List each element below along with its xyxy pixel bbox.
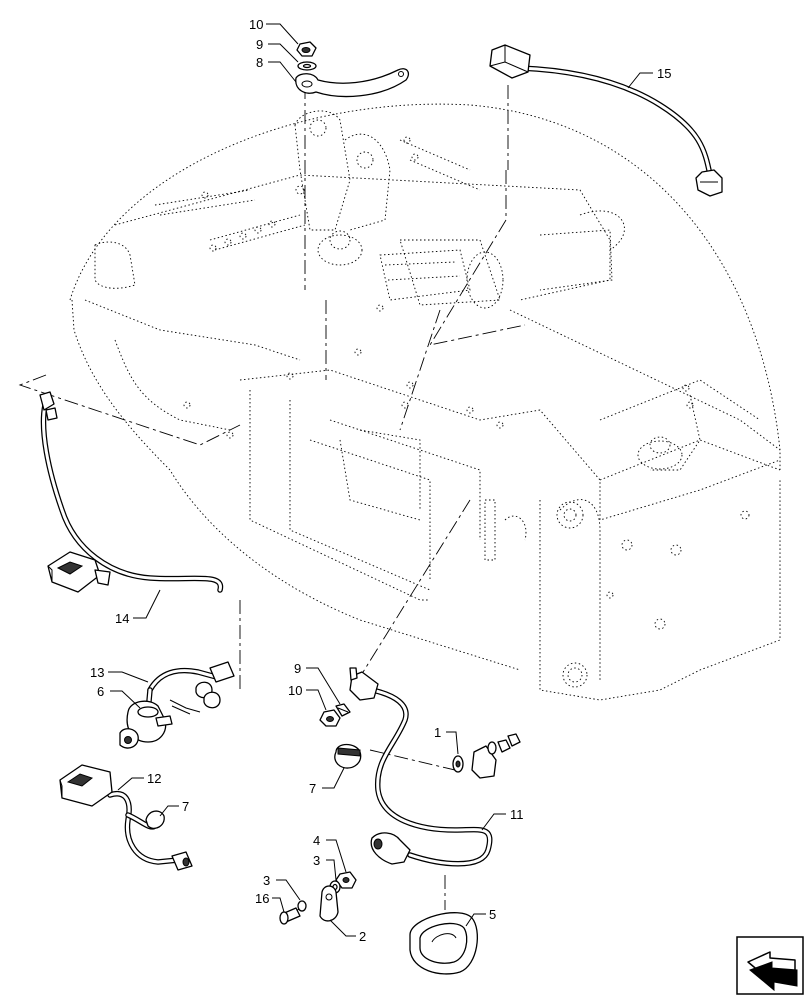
callout-16: 16 [255, 891, 269, 906]
ghost-studs [201, 136, 694, 429]
clip-7-left [145, 810, 165, 830]
callout-1: 1 [434, 725, 441, 740]
callout-6: 6 [97, 684, 104, 699]
sensor-harness-12 [59, 764, 193, 871]
callout-10-mid: 10 [288, 683, 302, 698]
callout-3-upper: 3 [313, 853, 320, 868]
nut-10-mid [319, 709, 341, 727]
pressure-switch-6 [119, 700, 173, 749]
clip-7-mid [334, 743, 362, 769]
grommet-5 [409, 912, 478, 975]
bracket-2 [319, 885, 339, 922]
callout-9-mid: 9 [294, 661, 301, 676]
callout-15: 15 [657, 66, 671, 81]
battery-cable-11 [349, 667, 493, 867]
callout-2: 2 [359, 929, 366, 944]
harness-13 [145, 661, 235, 715]
ground-strap-8 [295, 68, 410, 98]
fastener-assembly-1 [452, 733, 521, 779]
callout-3-lower: 3 [263, 873, 270, 888]
chassis-outline [69, 103, 781, 701]
callout-7-mid: 7 [309, 781, 316, 796]
bolt-16 [279, 907, 301, 925]
callouts: 10 9 8 15 14 13 6 9 10 1 7 12 7 [90, 17, 671, 944]
callout-7-left: 7 [182, 799, 189, 814]
callout-13: 13 [90, 665, 104, 680]
callout-11: 11 [510, 807, 524, 822]
nut-10-top [296, 41, 317, 57]
battery-cable-14 [39, 391, 224, 593]
battery-cable-15 [489, 44, 723, 197]
callout-14: 14 [115, 611, 129, 626]
washer-9-top [297, 61, 317, 71]
callout-8: 8 [256, 55, 263, 70]
callout-9-top: 9 [256, 37, 263, 52]
washer-3-lower [297, 900, 307, 912]
callout-4: 4 [313, 833, 320, 848]
next-page-arrow-icon[interactable] [736, 936, 804, 995]
callout-10-top: 10 [249, 17, 263, 32]
callout-5: 5 [489, 907, 496, 922]
callout-12: 12 [147, 771, 161, 786]
washer-9-mid [335, 703, 351, 717]
